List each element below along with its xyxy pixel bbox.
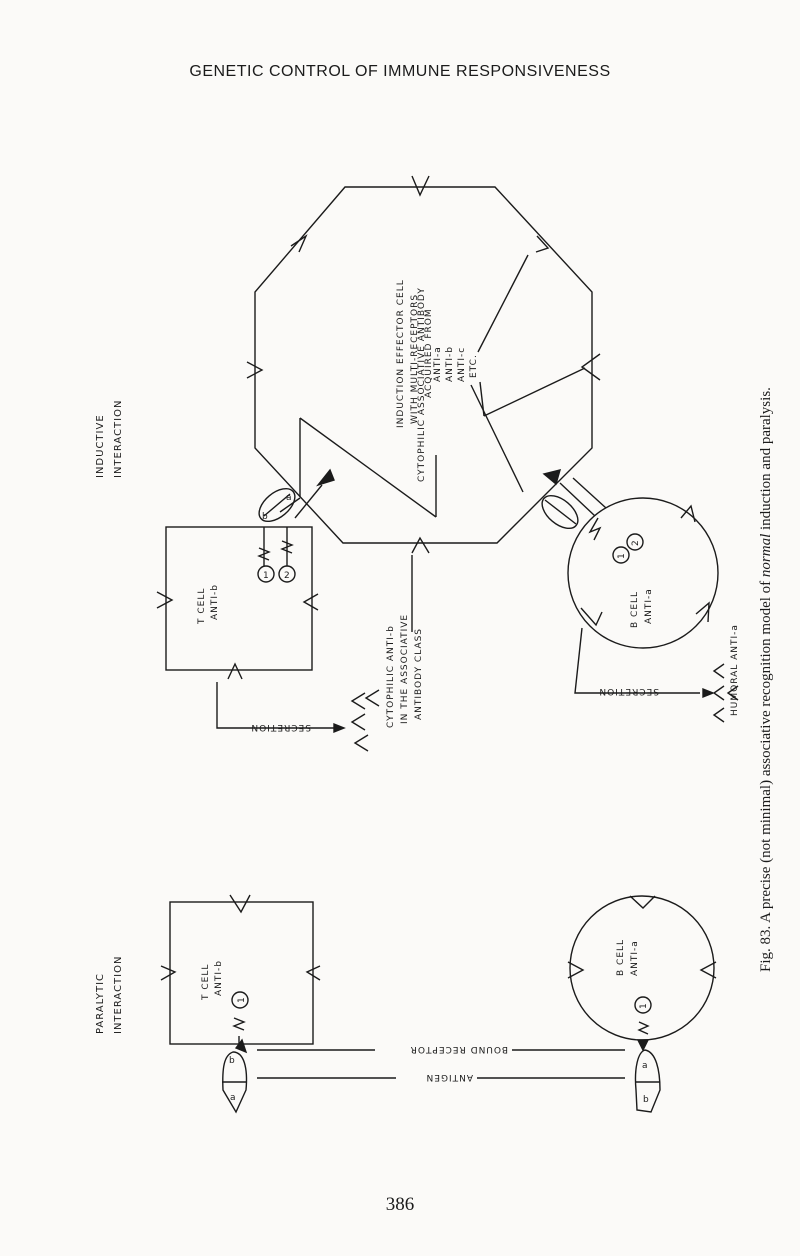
det-b-bp: b <box>643 1095 650 1105</box>
b-cell-anti: ANTI-a <box>644 588 654 624</box>
secretion-t: SECRETION <box>250 722 311 732</box>
receptor-mark <box>160 965 177 981</box>
antigen-ab <box>258 487 296 523</box>
receptor-mark <box>411 536 430 554</box>
receptor-mark <box>567 961 585 979</box>
signal-2-circle <box>278 565 296 583</box>
cytophilic-antibody <box>350 713 366 731</box>
sig-2: 2 <box>284 571 291 581</box>
receptor-mark <box>290 234 308 253</box>
det-a: a <box>286 493 293 503</box>
b-cell-paralytic-label: B CELL <box>616 939 626 976</box>
cytophilic-line-3: ANTIBODY CLASS <box>414 628 424 720</box>
receptor-mark <box>156 591 174 609</box>
t-cell-anti: ANTI-b <box>210 584 220 620</box>
sig-1-p: 1 <box>237 996 247 1003</box>
receptor-mark <box>699 961 717 979</box>
b-cell-paralytic <box>569 895 715 1041</box>
effector-line-1: INDUCTION EFFECTOR CELL <box>396 279 406 428</box>
det-b-p: b <box>229 1056 236 1066</box>
receptor-mark <box>629 895 656 909</box>
antigen-ab-b <box>541 494 579 530</box>
humoral-label: HUMORAL ANTI-a <box>730 624 740 716</box>
det-b: b <box>262 512 269 522</box>
inductive-label-2: INTERACTION <box>113 400 124 478</box>
running-header: GENETIC CONTROL OF IMMUNE RESPONSIVENESS <box>189 63 611 80</box>
humoral-antibody <box>712 707 725 723</box>
receptor-mark <box>695 601 710 623</box>
b-cell-inductive <box>567 497 719 649</box>
sig-1: 1 <box>263 571 270 581</box>
t-cell-inductive <box>165 526 313 671</box>
secretion-b: SECRETION <box>598 686 659 696</box>
det-a-bp: a <box>642 1061 649 1071</box>
caption-emphasis: normal <box>758 533 774 578</box>
caption-prefix: Fig. 83. A precise (not minimal) associa… <box>758 577 774 972</box>
anti-b: ANTI-b <box>445 346 455 382</box>
det-a-p: a <box>230 1093 237 1103</box>
effector-cell-octagon <box>254 186 593 544</box>
signal-1-circle <box>612 546 630 564</box>
receptor-mark <box>229 894 251 914</box>
sig-1-bp: 1 <box>639 1002 649 1009</box>
effector-line-2: WITH MULTI-RECEPTORS <box>410 294 420 424</box>
t-cell-label: T CELL <box>197 588 207 625</box>
anti-a: ANTI-a <box>433 346 443 382</box>
cytophilic-antibody <box>364 689 380 707</box>
b-cell-paralytic-anti: ANTI-a <box>630 940 640 976</box>
paralytic-label-2: INTERACTION <box>113 956 124 1034</box>
page-number: 386 <box>385 1194 415 1215</box>
humoral-antibody <box>712 663 725 679</box>
effector-line-4: CYTOPHILIC ASSOCIATIVE ANTIBODY <box>417 287 427 482</box>
receptor-mark <box>246 361 264 379</box>
receptor-mark <box>227 662 243 680</box>
paralytic-label: PARALYTIC <box>95 973 106 1034</box>
receptor-mark <box>580 353 601 381</box>
cytophilic-antibody <box>350 692 366 710</box>
caption-suffix: induction and paralysis. <box>758 387 774 534</box>
etc: ETC. <box>469 354 479 378</box>
signal-2-circle <box>626 533 644 551</box>
signal-1-circle <box>634 996 652 1014</box>
t-cell-paralytic-anti: ANTI-b <box>214 960 224 996</box>
cytophilic-antibody <box>353 734 369 752</box>
antigen-paralytic-b <box>634 1049 661 1113</box>
receptor-mark <box>580 607 603 627</box>
antigen-paralytic-t <box>222 1051 248 1114</box>
t-cell-paralytic-label: T CELL <box>201 964 211 1001</box>
inductive-label: INDUCTIVE <box>95 414 106 478</box>
receptor-mark <box>305 965 321 981</box>
anti-c: ANTI-c <box>457 347 467 382</box>
cytophilic-line-1: CYTOPHILIC ANTI-b <box>386 625 396 728</box>
sig-2-b: 2 <box>631 539 641 546</box>
humoral-antibody <box>712 685 725 701</box>
receptor-mark <box>535 235 550 253</box>
cytophilic-line-2: IN THE ASSOCIATIVE <box>400 614 410 724</box>
effector-line-3: ACQUIRED FROM <box>424 308 434 398</box>
humoral-antibody <box>726 685 739 701</box>
signal-1-circle <box>231 991 249 1009</box>
receptor-mark <box>302 593 319 611</box>
signal-1-circle <box>257 565 275 583</box>
receptor-mark <box>411 175 430 197</box>
b-cell-label: B CELL <box>630 591 640 628</box>
bound-receptor-label: BOUND RECEPTOR <box>410 1044 508 1054</box>
antigen-label: ANTIGEN <box>426 1072 473 1082</box>
receptor-mark <box>680 504 696 523</box>
sig-1-b: 1 <box>617 552 627 559</box>
